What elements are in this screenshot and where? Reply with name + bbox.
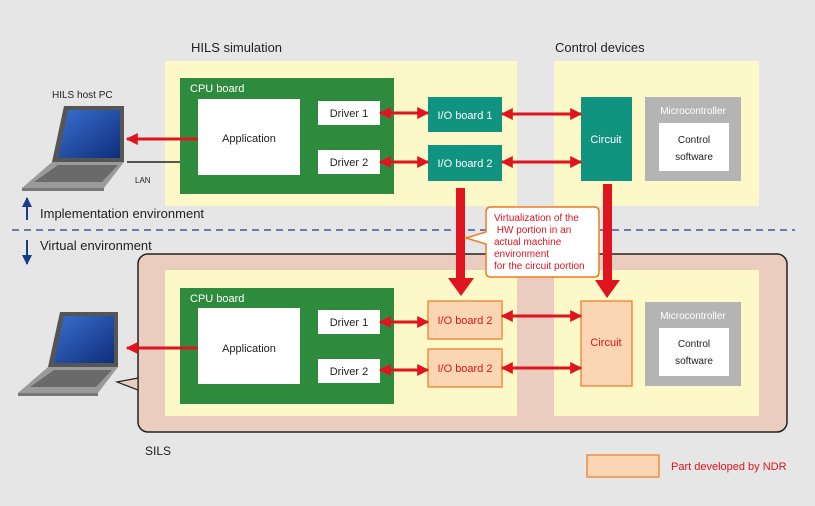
sils-io-board-bottom [427, 348, 503, 388]
sils-driver-2-label: Driver 2 [330, 366, 369, 378]
sils-io-board-top-label: I/O board 2 [437, 315, 492, 327]
sils-microcontroller-label: Microcontroller [660, 311, 726, 322]
sils-callout-tail [114, 377, 139, 391]
sils-driver-2-box [318, 359, 380, 383]
sils-circuit-box [580, 300, 633, 387]
callout-line-4: environment [494, 249, 549, 260]
virtualization-arrow-circuit [595, 184, 620, 298]
driver-1-box [318, 101, 380, 125]
sils-io-board-top [427, 300, 503, 340]
sils-application-box [198, 308, 300, 384]
sils-control-software-line-2: software [675, 356, 713, 367]
io-board-2 [428, 145, 502, 181]
sils-laptop-icon [18, 312, 118, 396]
microcontroller-label: Microcontroller [660, 106, 726, 117]
circuit-label: Circuit [590, 134, 621, 146]
virtual-label: Virtual environment [40, 238, 152, 253]
application-label: Application [222, 133, 276, 145]
laptop-icon [22, 106, 124, 191]
driver-1-label: Driver 1 [330, 108, 369, 120]
virtualization-callout [463, 206, 600, 278]
sils-control-software-line-1: Control [678, 339, 710, 350]
driver-2-box [318, 150, 380, 174]
sils-label: SILS [145, 444, 171, 458]
host-pc-label: HILS host PC [52, 90, 113, 101]
io-board-2-label: I/O board 2 [437, 158, 492, 170]
callout-line-1: Virtualization of the [494, 213, 579, 224]
sils-application-label: Application [222, 343, 276, 355]
legend-swatch [586, 454, 660, 478]
callout-line-2: HW portion in an [494, 225, 571, 236]
control-software-box [659, 123, 729, 171]
cpu-board-label: CPU board [190, 83, 244, 95]
sils-driver-1-box [318, 310, 380, 334]
driver-2-label: Driver 2 [330, 157, 369, 169]
sils-io-board-bottom-label: I/O board 2 [437, 363, 492, 375]
sils-control-software-box [659, 328, 729, 376]
control-devices-title: Control devices [555, 40, 645, 55]
control-software-line-2: software [675, 152, 713, 163]
implementation-label: Implementation environment [40, 206, 204, 221]
sils-driver-1-label: Driver 1 [330, 317, 369, 329]
lan-label: LAN [135, 176, 151, 185]
callout-line-3: actual machine [494, 237, 562, 248]
virtualization-arrow-io [448, 188, 474, 296]
hils-title: HILS simulation [191, 40, 282, 55]
legend-label: Part developed by NDR [671, 461, 787, 473]
control-software-line-1: Control [678, 135, 710, 146]
application-box [198, 99, 300, 175]
callout-line-5: for the circuit portion [494, 261, 585, 272]
sils-cpu-board-label: CPU board [190, 293, 244, 305]
sils-circuit-label: Circuit [590, 337, 621, 349]
io-board-1 [428, 97, 502, 132]
io-board-1-label: I/O board 1 [437, 110, 492, 122]
circuit-box [581, 97, 632, 181]
